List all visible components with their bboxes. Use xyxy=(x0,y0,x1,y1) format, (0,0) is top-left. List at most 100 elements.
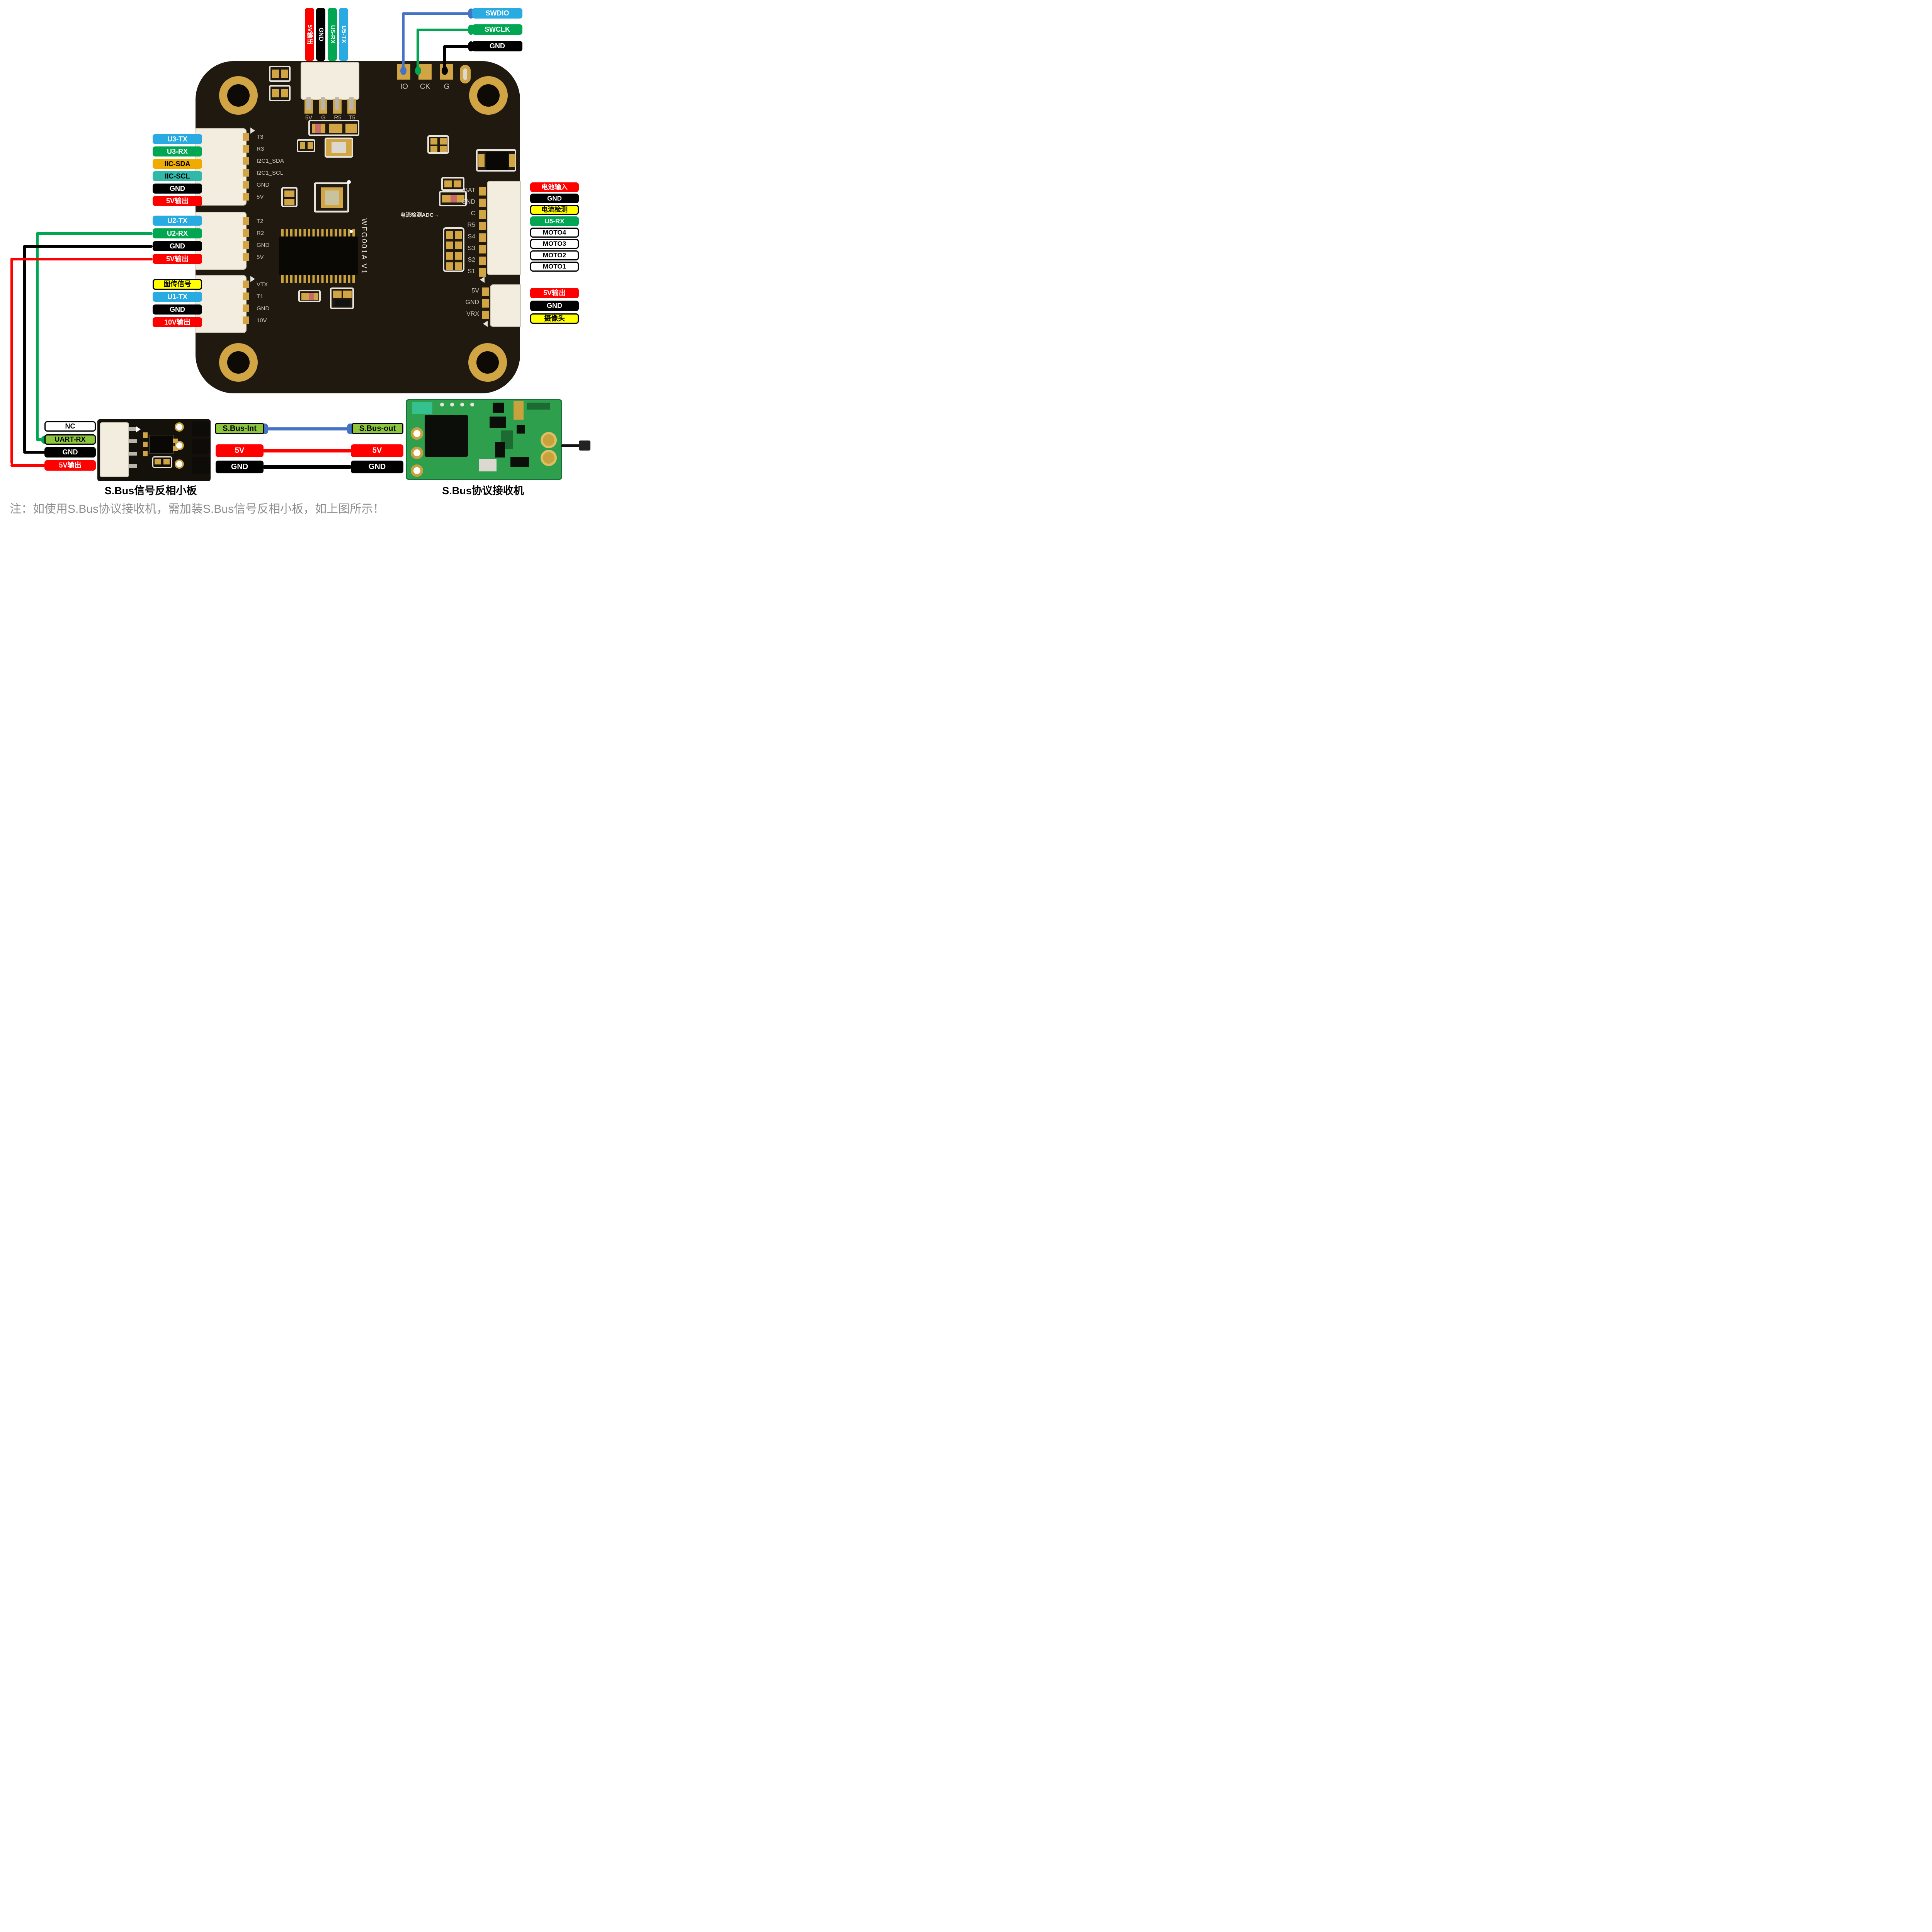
pin-label-gnd-top: GND xyxy=(316,8,325,61)
pin-label-gnd-u3: GND xyxy=(153,184,202,194)
label-gnd-right: GND xyxy=(351,461,403,473)
pin-label-u3-rx: U3-RX xyxy=(153,146,202,156)
silk-10v: 10V xyxy=(257,317,267,324)
pin-label-5v-out-top: 5V输出 xyxy=(305,8,314,61)
gnd-link-wire xyxy=(263,465,352,469)
pin-marker xyxy=(483,321,488,327)
smd-pads xyxy=(441,177,464,191)
pin-label-swclk: SWCLK xyxy=(472,24,522,35)
5v-wire xyxy=(10,258,153,260)
silk-dot xyxy=(347,180,351,184)
label-sbus-int: S.Bus-Int xyxy=(215,423,264,434)
chip-pins-bottom xyxy=(281,275,355,283)
label-5v-left: 5V xyxy=(216,444,264,457)
pin-label-moto4: MOTO4 xyxy=(530,228,579,238)
pin-label-u3-tx: U3-TX xyxy=(153,134,202,144)
pin-label-swd-gnd: GND xyxy=(472,41,522,51)
pin-label-gnd-cam: GND xyxy=(530,301,579,311)
swclk-wire xyxy=(417,29,474,31)
swd-gnd-wire xyxy=(443,45,474,48)
5v-link-wire xyxy=(263,449,352,452)
sbus-receiver-board xyxy=(406,399,562,480)
swdio-wire xyxy=(402,12,474,15)
silk-s1: S1 xyxy=(468,268,475,275)
pin-label-moto2: MOTO2 xyxy=(530,250,579,260)
receiver-chip xyxy=(425,415,468,457)
caption-receiver: S.Bus协议接收机 xyxy=(442,485,524,497)
pin-marker xyxy=(480,277,485,283)
pin-label-gnd-u2: GND xyxy=(153,241,202,251)
silk-ck: CK xyxy=(420,83,430,91)
silk-gnd3: GND xyxy=(257,305,270,312)
silk-5v: 5V xyxy=(257,194,264,200)
silk-s3: S3 xyxy=(468,245,475,252)
gnd-wire xyxy=(23,245,26,452)
label-5v-right: 5V xyxy=(351,444,403,457)
pin-label-moto3: MOTO3 xyxy=(530,239,579,249)
uart1-connector xyxy=(195,275,247,333)
smd-pads xyxy=(427,135,449,154)
5v-wire xyxy=(10,464,46,467)
label-sbus-out: S.Bus-out xyxy=(352,423,403,434)
uart3-connector xyxy=(195,128,247,206)
pin-label-battery-in: 电池输入 xyxy=(530,182,579,192)
note-text: 注：如使用S.Bus协议接收机，需加装S.Bus信号反相小板，如上图所示！ xyxy=(10,503,385,515)
pin-label-5v-inv: 5V输出 xyxy=(44,460,96,471)
silk-r2: R2 xyxy=(257,230,264,236)
ufl-connector xyxy=(541,432,557,448)
smd-passives xyxy=(308,120,359,136)
silk-bat: BAT xyxy=(464,187,475,194)
5v-wire xyxy=(10,258,13,464)
pin-label-nc: NC xyxy=(44,421,96,432)
pin-label-iic-scl: IIC-SCL xyxy=(153,171,202,181)
swdio-wire xyxy=(402,12,405,71)
inverter-chip xyxy=(149,435,174,454)
mounting-hole xyxy=(219,343,258,382)
flight-controller-board: 5V G R5 T5 IO CK G xyxy=(195,61,521,393)
pin1-marker xyxy=(250,128,255,134)
pin-label-u2-tx: U2-TX xyxy=(153,216,202,226)
silk-vtx: VTX xyxy=(257,281,268,288)
antenna-plug xyxy=(579,440,590,451)
silk-r3: R3 xyxy=(257,146,264,152)
smd-passives xyxy=(298,290,321,302)
mcu-chip xyxy=(279,236,358,275)
silk-t2: T2 xyxy=(257,218,264,224)
silk-s2: S2 xyxy=(468,257,475,263)
silk-g: G xyxy=(444,83,450,91)
silk-gnd-r: GND xyxy=(461,199,475,205)
pin-label-gnd-u1: GND xyxy=(153,304,202,315)
chip-pins-top xyxy=(281,229,355,236)
silk-c: C xyxy=(471,210,475,217)
silk-cam-vrx: VRX xyxy=(466,311,479,317)
pin-label-gnd-inv: GND xyxy=(44,447,96,457)
uart-rx-wire xyxy=(36,232,153,235)
diode xyxy=(476,149,516,172)
silk-gnd: GND xyxy=(257,182,270,188)
pin-label-swdio: SWDIO xyxy=(472,8,522,19)
silk-s4: S4 xyxy=(468,233,475,240)
smd-pads xyxy=(281,187,298,207)
silk-5v2: 5V xyxy=(257,254,264,260)
oscillator xyxy=(325,138,353,158)
pin-label-5v-u2: 5V输出 xyxy=(153,254,202,264)
silk-top-5v: 5V xyxy=(305,114,313,121)
pin-label-10v-out: 10V输出 xyxy=(153,317,202,327)
pin-label-camera: 摄像头 xyxy=(530,313,579,324)
swclk-wire xyxy=(417,29,419,71)
caption-inverter: S.Bus信号反相小板 xyxy=(104,485,197,497)
gyro-sensor xyxy=(314,182,349,213)
silk-gnd2: GND xyxy=(257,242,270,248)
pinout-diagram: 5V G R5 T5 IO CK G xyxy=(0,0,594,526)
pin-label-iic-sda: IIC-SDA xyxy=(153,159,202,169)
uart-rx-wire xyxy=(36,232,39,440)
smd-pads xyxy=(269,66,291,82)
silk-io: IO xyxy=(400,83,408,91)
silk-r5: R5 xyxy=(467,222,475,228)
pin-label-uart-rx: UART-RX xyxy=(44,434,96,445)
mounting-hole xyxy=(468,343,507,382)
pin-label-u1-tx: U1-TX xyxy=(153,292,202,302)
silk-t1: T1 xyxy=(257,293,264,300)
pin-label-vtx-signal: 图传信号 xyxy=(153,279,202,290)
mounting-hole xyxy=(219,76,258,115)
